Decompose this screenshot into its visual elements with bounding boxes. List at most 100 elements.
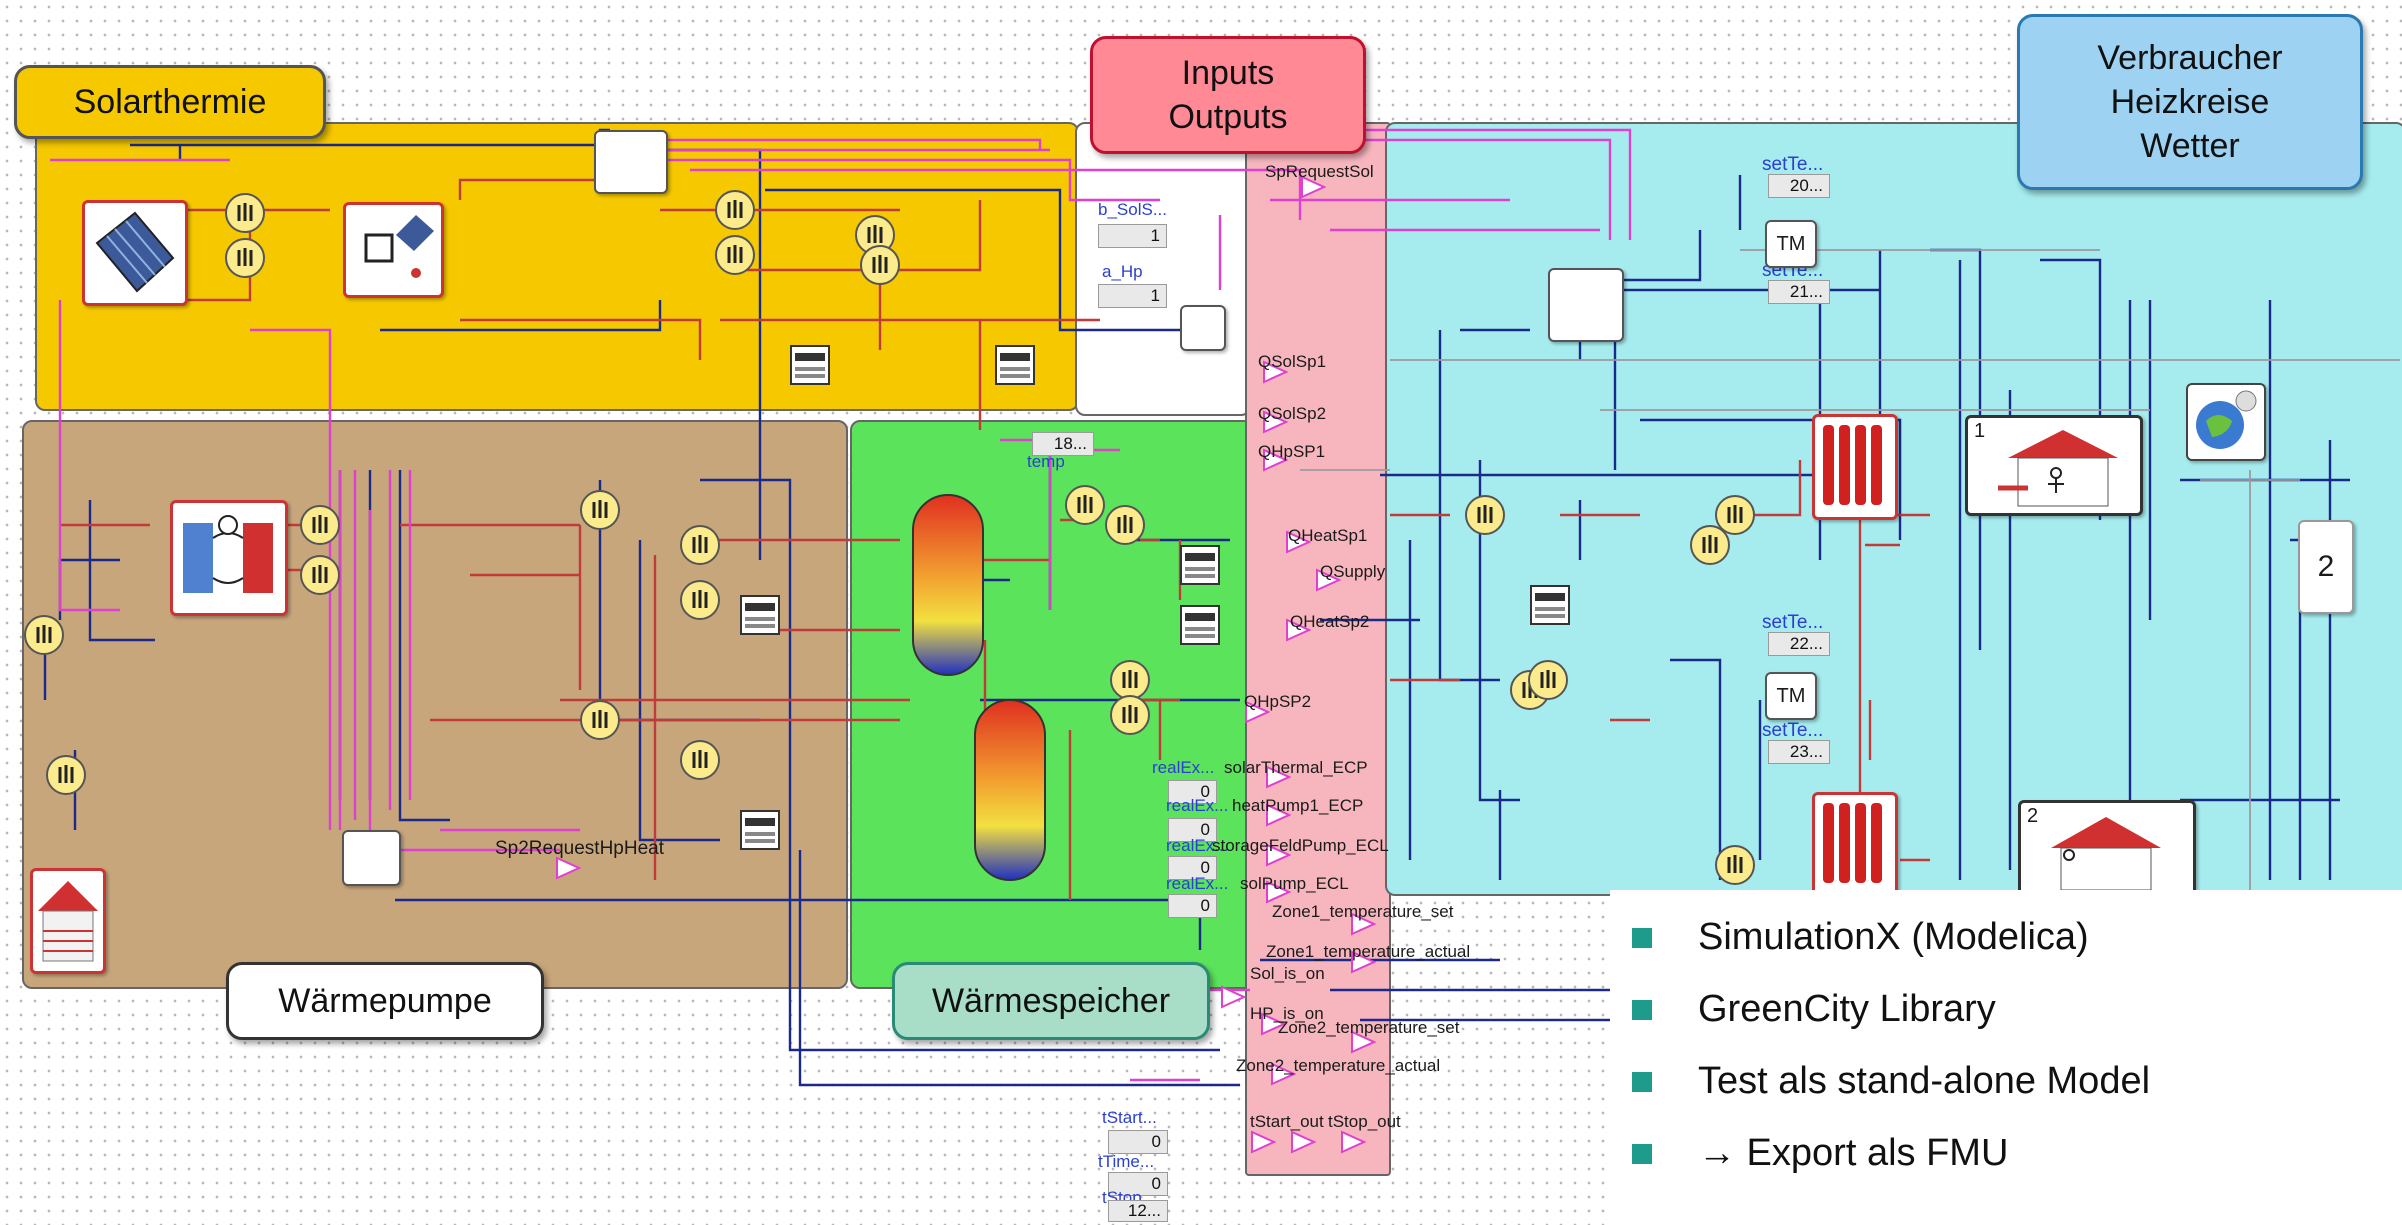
pump-icon[interactable] [298,503,342,552]
signal-tstart-value[interactable]: 0 [1108,1130,1168,1154]
energy-meter-icon[interactable] [1180,605,1220,650]
label-solarthermie: Solarthermie [14,65,326,139]
legend-bullet-icon [1632,1072,1652,1092]
chip-icon [346,205,441,295]
globe-icon [2188,385,2264,459]
solar-collector[interactable] [82,200,188,306]
energy-meter-icon[interactable] [1530,585,1570,630]
output-block[interactable]: 2 [2298,520,2354,614]
pump-icon[interactable] [1713,843,1757,892]
setpoint-value-2[interactable]: 21... [1768,280,1830,304]
label-inputs-outputs: Inputs Outputs [1090,36,1366,154]
pump-icon[interactable] [1526,658,1570,707]
pump-icon[interactable] [678,523,722,572]
pump-icon[interactable] [578,488,622,537]
energy-meter-icon[interactable] [790,345,830,390]
heatpump-unit[interactable] [170,500,288,616]
solar-controller[interactable] [343,202,444,298]
setpoint-label-3: setTe... [1762,612,1823,634]
signal-port-icon[interactable] [1290,1130,1316,1159]
signal-port-icon[interactable] [1220,985,1246,1014]
tm-label-2: TM [1777,685,1806,708]
setpoint-label-4: setTe... [1762,720,1823,742]
pump-icon[interactable] [713,188,757,237]
radiator-icon [1815,417,1895,517]
signal-qsupply: QSupply [1320,562,1385,582]
signal-tstart-out: tStart_out [1250,1112,1324,1132]
output-number: 2 [2318,550,2335,584]
legend-text-1: SimulationX (Modelica) [1698,916,2089,959]
pump-icon[interactable] [1688,523,1732,572]
building-icon[interactable] [30,868,106,974]
signal-zone1-set: Zone1_temperature_set [1272,902,1453,922]
pump-icon[interactable] [678,738,722,787]
pump-icon[interactable] [22,613,66,662]
zone-1-number: 1 [1974,420,1985,443]
pump-icon[interactable] [578,698,622,747]
hp-control-block[interactable] [342,830,401,886]
signal-b-sol-value[interactable]: 1 [1098,224,1167,248]
energy-meter-icon[interactable] [1180,545,1220,590]
storage-tank-2[interactable] [970,695,1050,890]
legend-text-4: → Export als FMU [1698,1132,2008,1175]
signal-port-icon[interactable] [1340,1130,1366,1159]
solar-sum-block[interactable] [594,130,668,194]
pump-icon[interactable] [223,236,267,285]
pump-icon[interactable] [1063,483,1107,532]
tank-icon [970,695,1050,885]
signal-zone2-set: Zone2_temperature_set [1278,1018,1459,1038]
signal-tstop-value[interactable]: 12... [1108,1200,1168,1222]
signal-qheatsp2: QHeatSp2 [1290,612,1369,632]
building-zone-1[interactable]: 1 [1965,415,2143,516]
pump-icon[interactable] [223,191,267,240]
radiator-1[interactable] [1812,414,1898,520]
storage-tank-1[interactable] [908,490,988,685]
signal-qheatsp1: QHeatSp1 [1288,526,1367,546]
tm-label-1: TM [1777,233,1806,256]
energy-meter-icon[interactable] [740,810,780,855]
house-zone-icon [1968,418,2140,513]
setpoint-value-1[interactable]: 20... [1768,174,1830,198]
pump-icon[interactable] [713,233,757,282]
time-manager-1[interactable]: TM [1765,220,1817,268]
signal-a-hp-label: a_Hp [1102,262,1143,282]
signal-heatpump-ecp: heatPump1_ECP [1232,796,1363,816]
signal-realex-1: realEx... [1152,758,1214,778]
signal-port-icon[interactable] [555,856,581,885]
pump-icon[interactable] [1103,503,1147,552]
setpoint-value-4[interactable]: 23... [1768,740,1830,764]
signal-realex-4-value[interactable]: 0 [1168,894,1217,918]
energy-meter-icon[interactable] [995,345,1035,390]
consumer-control-block[interactable] [1548,268,1624,342]
signal-ttime-label: tTime... [1098,1152,1154,1172]
signal-realex-4: realEx... [1166,874,1228,894]
tank-icon [908,490,988,680]
energy-meter-icon[interactable] [740,595,780,640]
signal-temp-value[interactable]: 18... [1032,432,1094,456]
signal-solar-ecp: solarThermal_ECP [1224,758,1368,778]
legend-bullet-icon [1632,928,1652,948]
time-manager-2[interactable]: TM [1765,672,1817,720]
label-waermepumpe: Wärmepumpe [226,962,544,1040]
legend-bullet-icon [1632,1000,1652,1020]
pump-icon[interactable] [1108,693,1152,742]
label-verbraucher: Verbraucher Heizkreise Wetter [2017,14,2363,190]
radiator-2[interactable] [1812,792,1898,898]
pump-icon[interactable] [1463,493,1507,542]
house-icon [33,871,103,971]
pump-icon[interactable] [858,243,902,292]
signal-tstop-out: tStop_out [1328,1112,1401,1132]
setpoint-value-3[interactable]: 22... [1768,632,1830,656]
signal-qsolsp1: QSolSp1 [1258,352,1326,372]
pump-icon[interactable] [44,753,88,802]
signal-qhpsp1: QHpSP1 [1258,442,1325,462]
signal-zone1-actual: Zone1_temperature_actual [1266,942,1470,962]
building-zone-2[interactable]: 2 [2018,800,2196,898]
weather-environment[interactable] [2186,383,2266,461]
signal-a-hp-value[interactable]: 1 [1098,284,1167,308]
pump-icon[interactable] [678,578,722,627]
signal-port-icon[interactable] [1250,1130,1276,1159]
io-mux-block[interactable] [1180,305,1226,351]
pump-icon[interactable] [298,553,342,602]
signal-sol-is-on: Sol_is_on [1250,964,1325,984]
